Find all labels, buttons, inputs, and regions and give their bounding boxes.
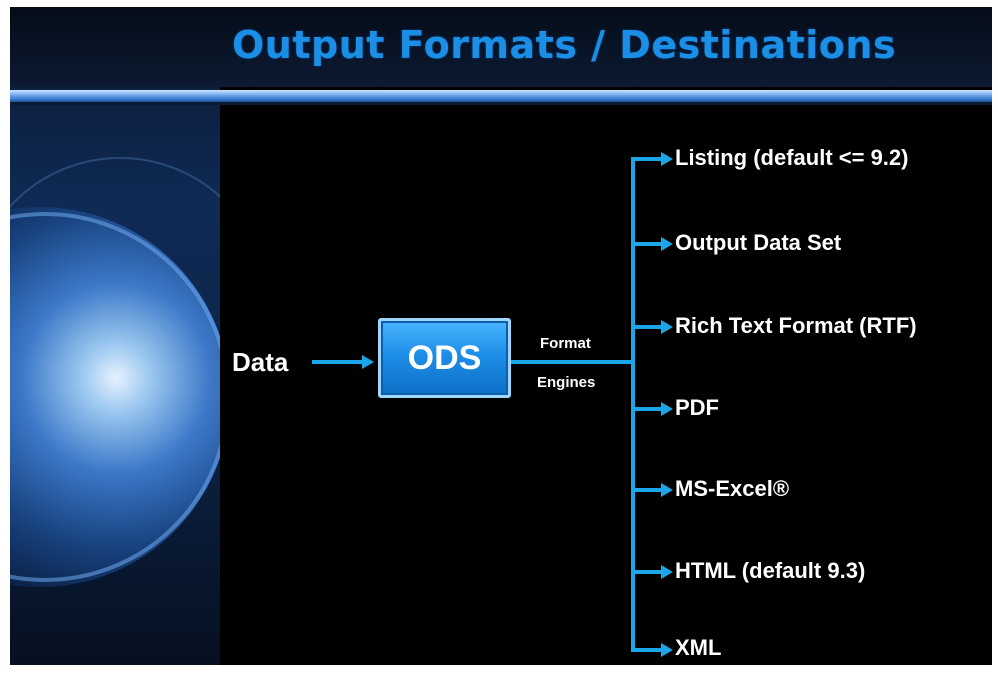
title-bar <box>10 7 992 87</box>
data-arrow-head <box>362 355 374 369</box>
title-divider <box>10 90 992 102</box>
format-caption: Format <box>540 335 591 352</box>
branch-arrow-2 <box>661 237 673 251</box>
data-label: Data <box>232 347 289 377</box>
branch-trunk <box>631 157 635 651</box>
ods-label: ODS <box>407 339 482 377</box>
ods-box: ODS <box>378 318 511 398</box>
output-data-set: Output Data Set <box>675 230 842 255</box>
data-arrow-line <box>312 360 364 364</box>
output-pdf: PDF <box>675 395 719 420</box>
branch-arrow-7 <box>661 643 673 657</box>
branch-arrow-3 <box>661 320 673 334</box>
output-html: HTML (default 9.3) <box>675 558 866 583</box>
branch-line-2 <box>631 242 665 246</box>
branch-line-4 <box>631 407 665 411</box>
branch-line-6 <box>631 570 665 574</box>
title-divider-shadow <box>10 102 992 105</box>
output-rtf: Rich Text Format (RTF) <box>675 313 917 338</box>
branch-arrow-6 <box>661 565 673 579</box>
branch-arrow-1 <box>661 152 673 166</box>
slide: Output Formats / Destinations Data ODS F… <box>10 7 992 665</box>
branch-line-3 <box>631 325 665 329</box>
globe-panel <box>10 7 220 665</box>
output-excel: MS-Excel® <box>675 476 790 501</box>
branch-line-7 <box>631 648 665 652</box>
output-xml: XML <box>675 635 722 660</box>
branch-arrow-5 <box>661 483 673 497</box>
output-listing: Listing (default <= 9.2) <box>675 145 909 170</box>
branch-line-5 <box>631 488 665 492</box>
branch-arrow-4 <box>661 402 673 416</box>
ods-connector-line <box>511 360 635 364</box>
slide-title: Output Formats / Destinations <box>232 23 897 67</box>
branch-line-1 <box>631 157 665 161</box>
engines-caption: Engines <box>537 374 596 391</box>
